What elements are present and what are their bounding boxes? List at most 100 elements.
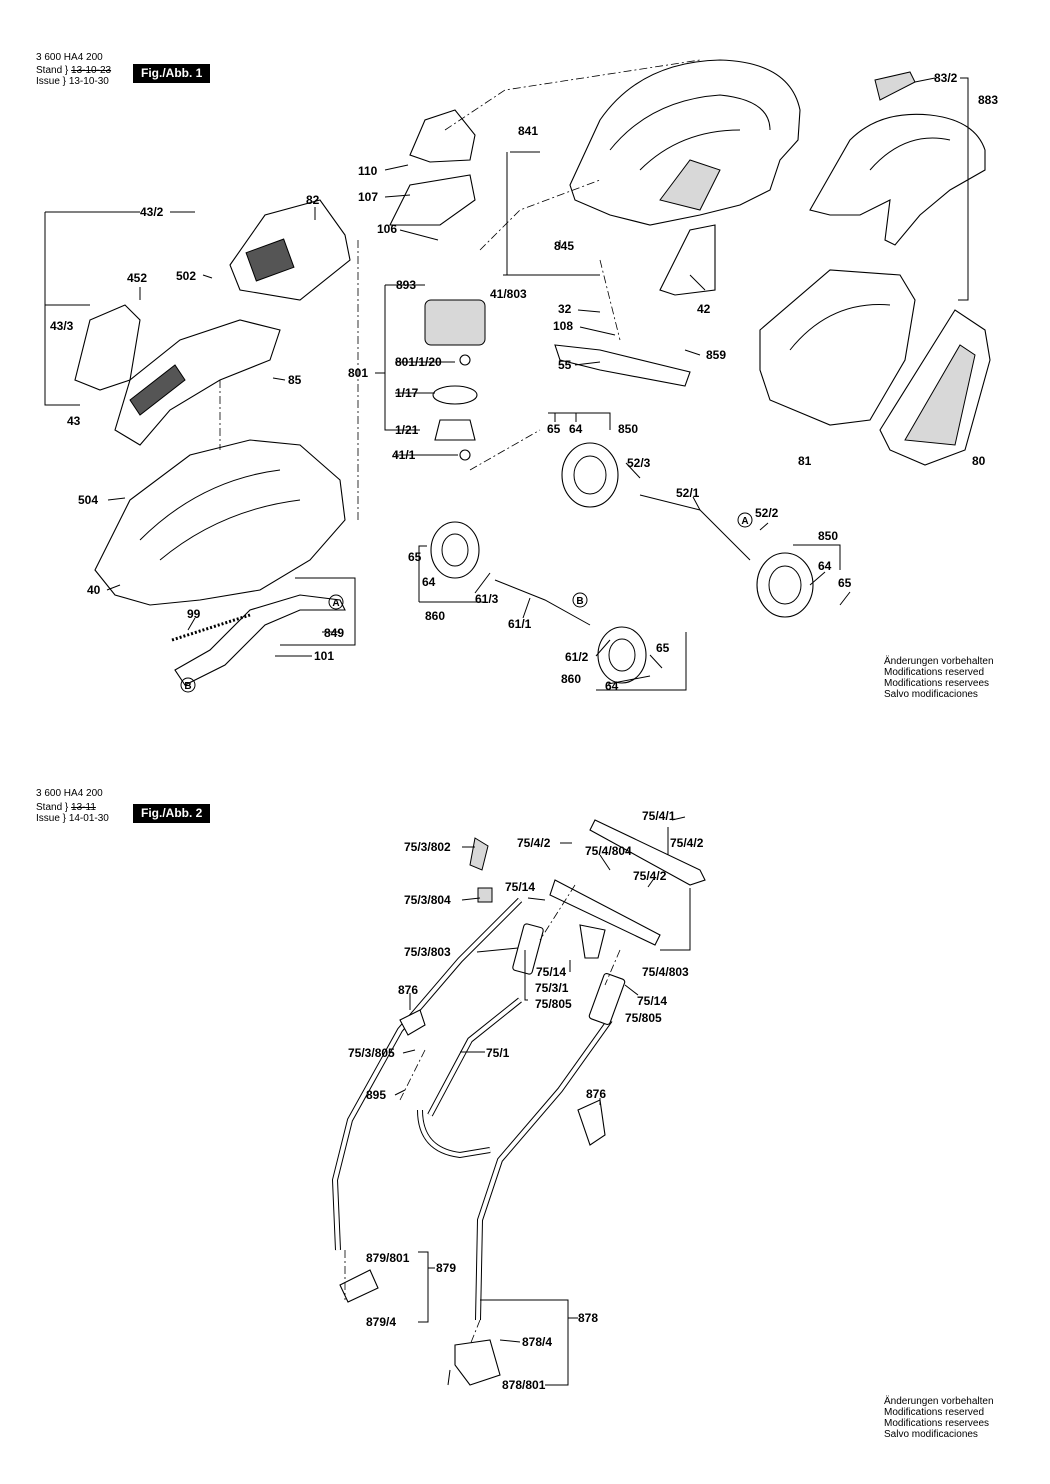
callout-452: 452 bbox=[127, 271, 147, 285]
fig1-issue-label: Issue bbox=[36, 76, 60, 87]
callout-42: 42 bbox=[697, 302, 711, 316]
callout-75-14-a: 75/14 bbox=[505, 880, 535, 894]
callout-75-14-c: 75/14 bbox=[637, 994, 667, 1008]
axle-61-1 bbox=[494, 579, 591, 626]
callout-107: 107 bbox=[358, 190, 378, 204]
handle-tubes-75-1 bbox=[331, 897, 613, 1321]
callout-879-801: 879/801 bbox=[366, 1251, 410, 1265]
fig2-note-de: Änderungen vorbehalten bbox=[884, 1396, 994, 1407]
callout-75-3-802: 75/3/802 bbox=[404, 840, 451, 854]
callout-75-4-804: 75/4/804 bbox=[585, 844, 632, 858]
wheel-rear-top bbox=[561, 442, 619, 508]
callout-502: 502 bbox=[176, 269, 196, 283]
callout-64-c: 64 bbox=[605, 679, 619, 693]
callout-85: 85 bbox=[288, 373, 302, 387]
fig1-header: 3 600 HA4 200 bbox=[36, 52, 103, 63]
wheel-front-left bbox=[430, 521, 480, 579]
fig1-refs: A B A B bbox=[180, 512, 753, 693]
callout-801: 801 bbox=[348, 366, 368, 380]
fig2-issue-label: Issue bbox=[36, 813, 60, 824]
callout-81: 81 bbox=[798, 454, 812, 468]
callout-43-2: 43/2 bbox=[140, 205, 164, 219]
callout-61-1: 61/1 bbox=[508, 617, 532, 631]
callout-32: 32 bbox=[558, 302, 572, 316]
spring-99 bbox=[171, 613, 251, 642]
callout-106: 106 bbox=[377, 222, 397, 236]
ref-b-lever: B bbox=[184, 681, 191, 692]
fig2-leaders bbox=[394, 816, 691, 1386]
callout-75-3-803: 75/3/803 bbox=[404, 945, 451, 959]
callout-64-a: 64 bbox=[569, 422, 583, 436]
callout-64-d: 64 bbox=[818, 559, 832, 573]
callout-52-2: 52/2 bbox=[755, 506, 779, 520]
handle-upper-bar bbox=[549, 819, 706, 959]
callout-110: 110 bbox=[358, 164, 378, 178]
callout-845: 845 bbox=[554, 239, 574, 253]
blade-55 bbox=[554, 344, 691, 387]
fig1-assembly-lines bbox=[219, 59, 701, 520]
callout-860-a: 860 bbox=[425, 609, 445, 623]
rear-guard-42 bbox=[659, 224, 716, 296]
callout-80: 80 bbox=[972, 454, 986, 468]
callout-61-2: 61/2 bbox=[565, 650, 589, 664]
fig1-note-de: Änderungen vorbehalten bbox=[884, 656, 994, 667]
front-hood-43 bbox=[74, 304, 281, 446]
fig2-callouts: 75/4/1 75/4/2 75/4/2 75/3/802 75/4/804 7… bbox=[348, 809, 704, 1392]
callout-75-1: 75/1 bbox=[486, 1046, 510, 1060]
callout-61-3: 61/3 bbox=[475, 592, 499, 606]
callout-75-3-805: 75/3/805 bbox=[348, 1046, 395, 1060]
callout-895: 895 bbox=[366, 1088, 386, 1102]
callout-65-d: 65 bbox=[838, 576, 852, 590]
callout-75-4-2-c: 75/4/2 bbox=[633, 869, 667, 883]
callout-40: 40 bbox=[87, 583, 101, 597]
callout-52-3: 52/3 bbox=[627, 456, 651, 470]
callout-75-14-b: 75/14 bbox=[536, 965, 566, 979]
axle-52-1 bbox=[639, 494, 751, 561]
callout-101: 101 bbox=[314, 649, 334, 663]
fig1-stand-issue: Stand } 13-10-23 Issue } 13-10-30 bbox=[36, 65, 112, 87]
fig2-stand-date: 13-11 bbox=[71, 802, 96, 813]
callout-75-805-a: 75/805 bbox=[535, 997, 572, 1011]
callout-83-2: 83/2 bbox=[934, 71, 958, 85]
fig1-doc-number: 3 600 HA4 200 bbox=[36, 52, 103, 63]
callout-859: 859 bbox=[706, 348, 726, 362]
callout-1-17: 1/17 bbox=[395, 386, 419, 400]
callout-75-4-2-b: 75/4/2 bbox=[670, 836, 704, 850]
fig1-label: Fig./Abb. 1 bbox=[133, 64, 211, 83]
fig2-notes: Änderungen vorbehalten Modifications res… bbox=[884, 1396, 994, 1440]
callout-879: 879 bbox=[436, 1261, 456, 1275]
fig1-note-en: Modifications reserved bbox=[884, 667, 985, 678]
fig1-callouts: 83/2 883 841 110 107 82 43/2 452 502 43/… bbox=[50, 71, 998, 693]
callout-801-1-20: 801/1/20 bbox=[395, 355, 442, 369]
callout-878: 878 bbox=[578, 1311, 598, 1325]
callout-65-c: 65 bbox=[656, 641, 670, 655]
ref-b-axle: B bbox=[576, 596, 583, 607]
clamp-parts-fig2 bbox=[339, 837, 626, 1386]
callout-75-3-804: 75/3/804 bbox=[404, 893, 451, 907]
top-cover-82 bbox=[229, 199, 351, 301]
fig2-header: 3 600 HA4 200 bbox=[36, 788, 103, 799]
callout-64-b: 64 bbox=[422, 575, 436, 589]
callout-878-801: 878/801 bbox=[502, 1378, 546, 1392]
callout-841: 841 bbox=[518, 124, 538, 138]
fig2-stand-label: Stand bbox=[36, 802, 63, 813]
rear-housing-841 bbox=[569, 59, 801, 226]
callout-43: 43 bbox=[67, 414, 81, 428]
callout-41-1: 41/1 bbox=[392, 448, 416, 462]
callout-75-4-2-a: 75/4/2 bbox=[517, 836, 551, 850]
fig1-note-fr: Modifications reservees bbox=[884, 678, 990, 689]
fig2-issue-date: 14-01-30 bbox=[68, 813, 109, 824]
callout-99: 99 bbox=[187, 607, 201, 621]
callout-82: 82 bbox=[306, 193, 320, 207]
ref-a-axle: A bbox=[741, 516, 748, 527]
callout-850-b: 850 bbox=[818, 529, 838, 543]
fig1-leaders bbox=[44, 77, 969, 691]
fig2-note-es: Salvo modificaciones bbox=[884, 1429, 978, 1440]
ref-a-lever: A bbox=[332, 598, 339, 609]
deck-housing-40 bbox=[94, 439, 346, 606]
wheel-right bbox=[756, 552, 814, 618]
cover-110 bbox=[409, 109, 476, 163]
callout-860-b: 860 bbox=[561, 672, 581, 686]
callout-65-a: 65 bbox=[547, 422, 561, 436]
